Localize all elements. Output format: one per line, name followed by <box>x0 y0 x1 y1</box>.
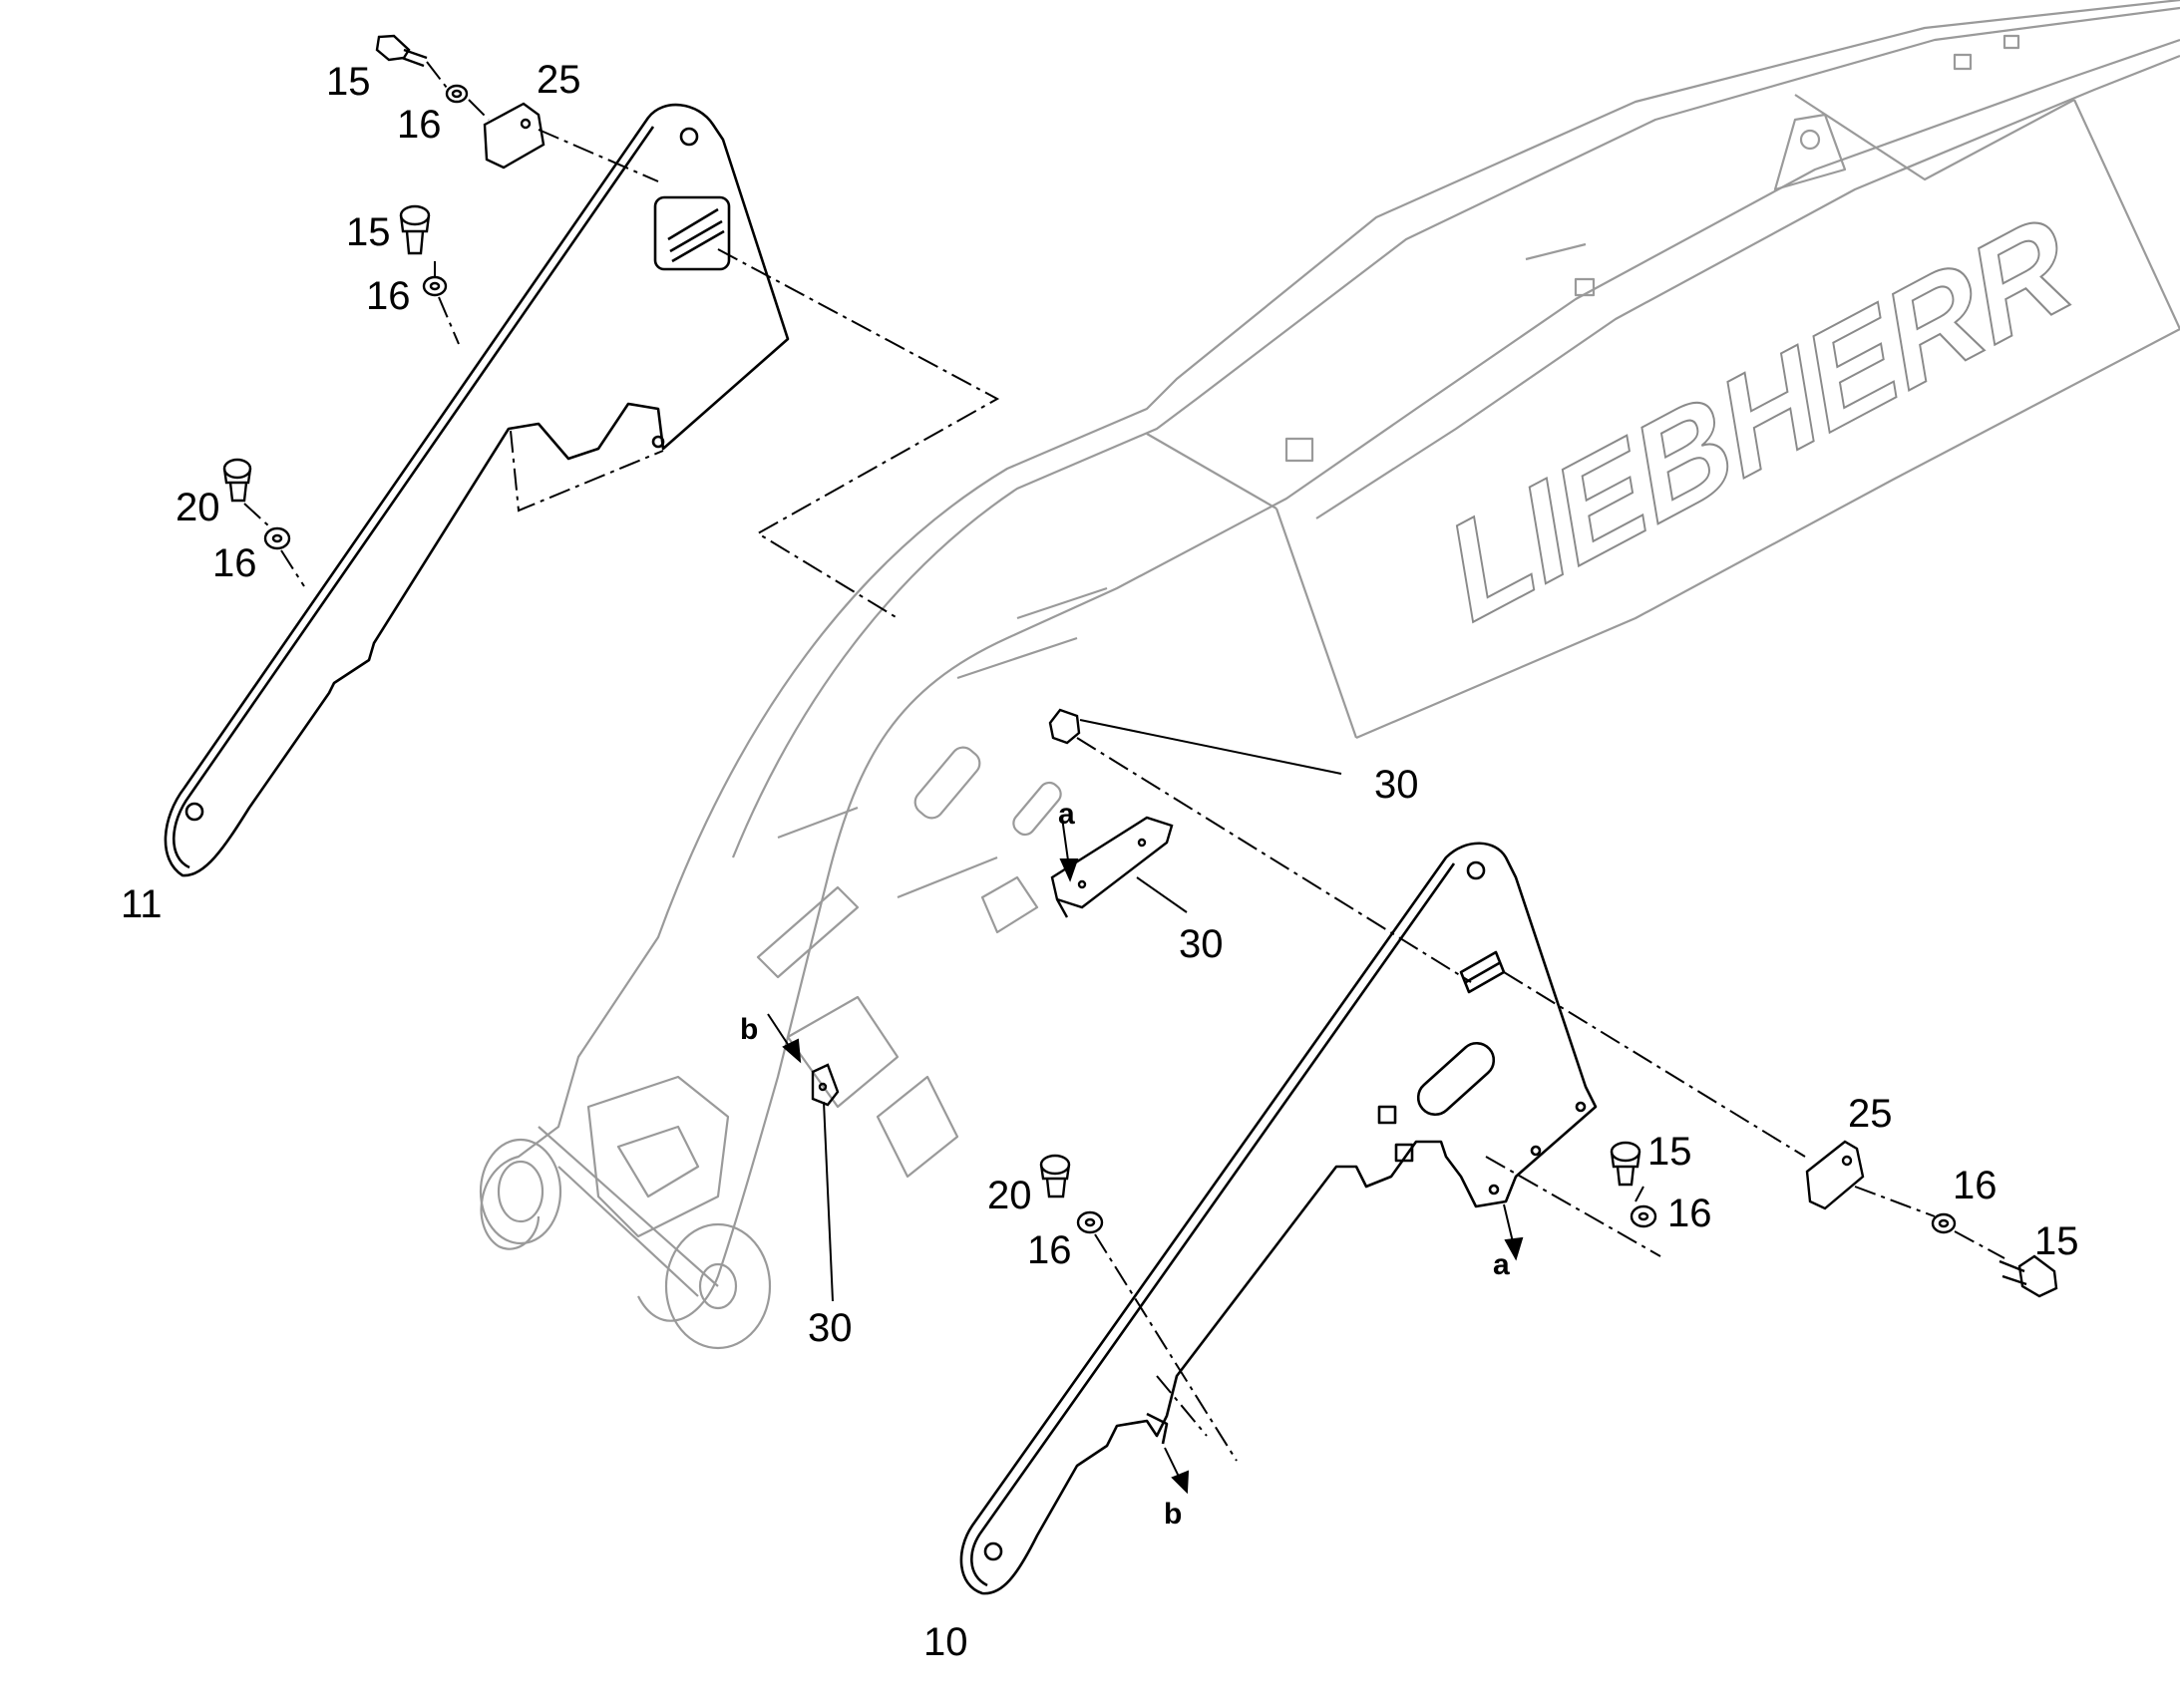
washer-16-lower-left <box>263 526 291 550</box>
svg-text:LIEBHERR: LIEBHERR <box>1429 184 2088 650</box>
plate-part-10 <box>959 842 1598 1595</box>
reference-markers: a b a b <box>740 798 1510 1531</box>
assembly-lines <box>243 61 2005 1462</box>
pad-30-upper <box>1048 708 1081 745</box>
bolt-20-left <box>222 458 252 503</box>
callout-labels: 15 16 25 15 16 20 16 11 30 30 30 20 16 1… <box>121 58 2079 1664</box>
washer-16-right-a <box>1076 1210 1104 1234</box>
callout-25-right: 25 <box>1848 1092 1893 1136</box>
bolt-15-right-mid <box>1610 1141 1641 1187</box>
bolt-15-far-right <box>1998 1254 2058 1298</box>
callout-16-right-a: 16 <box>1027 1228 1072 1272</box>
callout-16-right-mid: 16 <box>1667 1192 1712 1235</box>
callout-15-far-right: 15 <box>2034 1219 2079 1263</box>
callout-20-left: 20 <box>176 486 220 529</box>
callout-15-right-mid: 15 <box>1647 1130 1692 1174</box>
callout-30-upper: 30 <box>1374 763 1419 807</box>
pad-30-lower <box>811 1063 840 1107</box>
marker-a-plate: a <box>1493 1248 1510 1281</box>
marker-a-boom: a <box>1058 798 1075 831</box>
callout-30-middle: 30 <box>1179 922 1224 966</box>
bolt-20-right <box>1039 1154 1071 1198</box>
leader-lines <box>823 719 1342 1302</box>
bolt-15-mid-left <box>399 204 431 255</box>
callout-15-mid-left: 15 <box>346 210 391 254</box>
pad-30-middle <box>1050 816 1174 918</box>
fastener-15-top-left <box>375 34 428 68</box>
arrows <box>767 817 1524 1495</box>
liebherr-logo: LIEBHERR <box>1428 183 2089 651</box>
callout-10: 10 <box>923 1620 968 1664</box>
plate-part-11 <box>164 103 790 877</box>
plate-25-right <box>1805 1140 1865 1210</box>
callout-25-top-left: 25 <box>537 58 581 102</box>
marker-b-plate: b <box>1164 1498 1182 1531</box>
boom-arm <box>479 0 2180 1350</box>
plate-25-top-left <box>483 102 545 170</box>
callout-16-lower-left: 16 <box>212 541 257 585</box>
callout-30-lower: 30 <box>808 1306 853 1350</box>
washer-16-top-left <box>445 84 469 104</box>
marker-b-boom: b <box>740 1013 758 1046</box>
callout-16-top-left: 16 <box>397 103 442 147</box>
washer-16-mid-left <box>422 275 448 297</box>
callout-16-far-right: 16 <box>1953 1164 1998 1207</box>
callout-20-right: 20 <box>987 1174 1032 1217</box>
callout-11: 11 <box>121 882 163 926</box>
callout-16-mid-left: 16 <box>366 274 411 318</box>
callout-15-top-left: 15 <box>326 60 371 104</box>
washer-16-far-right <box>1931 1212 1957 1234</box>
washer-16-right-mid <box>1630 1204 1657 1228</box>
